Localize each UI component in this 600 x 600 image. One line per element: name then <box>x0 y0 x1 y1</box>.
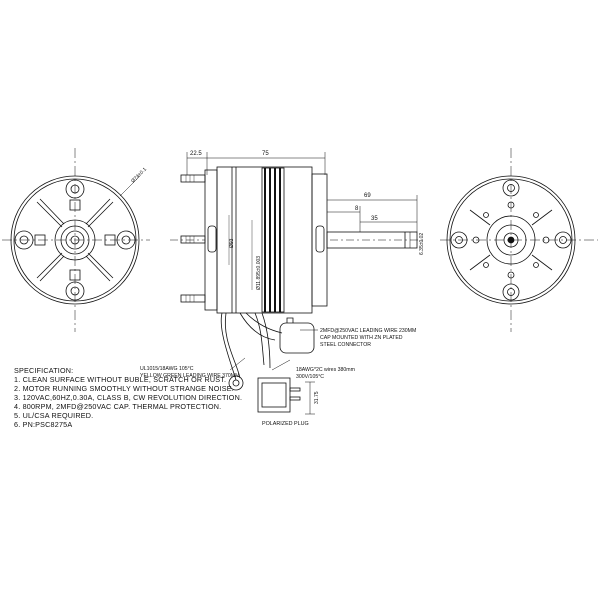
dim-75: 75 <box>262 151 269 157</box>
specification-title: SPECIFICATION: <box>14 366 74 375</box>
plug-label: POLARIZED PLUG <box>262 421 309 427</box>
spec-item: 2. MOTOR RUNNING SMOOTHLY WITHOUT STRANG… <box>14 384 234 393</box>
dim-35: 35 <box>371 216 378 222</box>
callout-ground-line2: YELLOW GREEN LEADING WIRE 370MM <box>140 373 239 379</box>
left-end-view <box>2 148 150 332</box>
motor-side-view <box>170 152 425 415</box>
dim-body-diameter: Ø93 <box>229 238 235 248</box>
callout-wire-line1: 18AWG*2C wires 380mm <box>296 367 355 373</box>
dim-69: 69 <box>364 193 371 199</box>
spec-item: 6. PN:PSC8275A <box>14 420 73 429</box>
dim-plug: 31.75 <box>314 391 320 404</box>
right-end-view <box>440 148 598 332</box>
spec-item: 4. 800RPM, 2MFD@250VAC CAP. THERMAL PROT… <box>14 402 222 411</box>
dim-shaft-diameter: 6.35±0.02 <box>419 233 425 255</box>
callout-wire-line2: 300V/105°C <box>296 374 324 380</box>
callout-capacitor-line2: CAP MOUNTED WITH ZN PLATED <box>320 335 403 341</box>
callout-capacitor-line1: 2MFD@250VAC LEADING WIRE 230MM <box>320 328 416 334</box>
dim-22-5: 22.5 <box>190 151 202 157</box>
callout-ground-line1: UL1015/18AWG 105°C <box>140 366 194 372</box>
callout-capacitor-line3: STEEL CONNECTOR <box>320 342 371 348</box>
dim-flange-diameter: Ø74±0.1 <box>130 166 148 184</box>
dim-inner-diameter: Ø11.895±0.003 <box>256 256 262 290</box>
spec-item: 3. 120VAC,60HZ,0.30A, CLASS B, CW REVOLU… <box>14 393 243 402</box>
specification-block: SPECIFICATION: 1. CLEAN SURFACE WITHOUT … <box>14 366 242 429</box>
dim-8: 8 <box>355 206 359 212</box>
spec-item: 1. CLEAN SURFACE WITHOUT BUBLE, SCRATCH … <box>14 375 227 384</box>
spec-item: 5. UL/CSA REQUIRED. <box>14 411 94 420</box>
